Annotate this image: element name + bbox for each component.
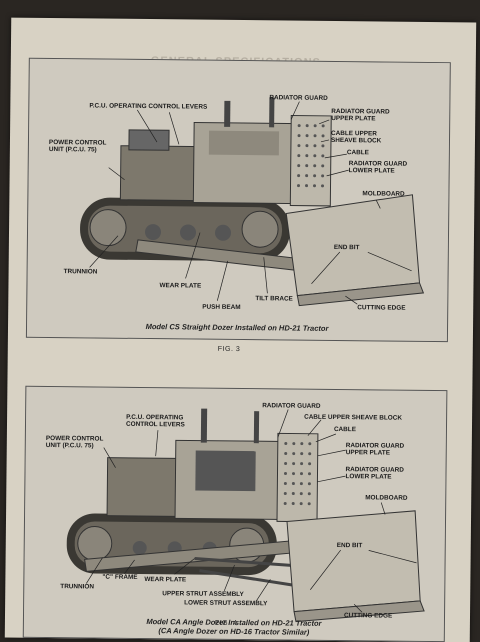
exhaust-stack <box>224 100 231 127</box>
angle-dozer-illustration <box>23 386 447 642</box>
label-trunnion: TRUNNION <box>60 583 95 591</box>
label-upper-strut-assembly: UPPER STRUT ASSEMBLY <box>162 590 244 599</box>
label-radiator-guard-lower-plate: RADIATOR GUARD LOWER PLATE <box>348 160 408 175</box>
figure-4: RADIATOR GUARD P.C.U. OPERATING CONTROL … <box>22 385 448 642</box>
exhaust-stack <box>200 408 208 443</box>
figure-3-number: FIG. 3 <box>217 345 241 353</box>
label-trunnion: TRUNNION <box>63 268 98 276</box>
label-pcu-control-levers: P.C.U. OPERATING CONTROL LEVERS <box>89 102 208 111</box>
label-power-control-unit: POWER CONTROL UNIT (P.C.U. 75) <box>45 434 104 450</box>
manual-page: GENERAL SPECIFICATIONS <box>4 17 477 642</box>
label-moldboard: MOLDBOARD <box>362 190 405 198</box>
label-cable-upper-sheave-block: CABLE UPPER SHEAVE BLOCK <box>330 129 382 145</box>
cutting-edge <box>296 282 425 307</box>
label-power-control-unit: POWER CONTROL UNIT (P.C.U. 75) <box>48 138 107 154</box>
label-wear-plate: WEAR PLATE <box>159 282 202 290</box>
label-wear-plate: WEAR PLATE <box>144 576 187 584</box>
label-cable: CABLE <box>333 425 357 434</box>
label-cutting-edge: CUTTING EDGE <box>357 304 406 312</box>
radiator-guard <box>289 115 332 207</box>
label-radiator-guard: RADIATOR GUARD <box>262 402 321 410</box>
label-tilt-brace: TILT BRACE <box>255 295 293 303</box>
label-cable: CABLE <box>346 149 369 157</box>
lower-strut <box>199 569 297 588</box>
label-moldboard: MOLDBOARD <box>365 494 408 502</box>
label-end-bit: END BIT <box>333 243 360 252</box>
label-radiator-guard: RADIATOR GUARD <box>269 94 328 102</box>
upper-strut <box>194 557 295 568</box>
label-push-beam: PUSH BEAM <box>202 303 241 311</box>
label-cable-upper-sheave-block: CABLE UPPER SHEAVE BLOCK <box>304 413 403 422</box>
label-lower-strut-assembly: LOWER STRUT ASSEMBLY <box>184 599 268 608</box>
label-end-bit: END BIT <box>336 542 363 550</box>
radiator-guard <box>276 432 319 523</box>
cutting-edge <box>293 600 425 623</box>
figure-3: P.C.U. OPERATING CONTROL LEVERS RADIATOR… <box>25 57 451 343</box>
pcu-housing <box>119 145 202 202</box>
figure-4-number: FIG. 4 <box>214 619 238 627</box>
moldboard <box>286 510 421 613</box>
label-radiator-guard-upper-plate: RADIATOR GUARD UPPER PLATE <box>345 442 405 457</box>
straight-dozer-illustration <box>26 58 450 342</box>
label-pcu-control-levers: P.C.U. OPERATING CONTROL LEVERS <box>125 413 185 429</box>
label-radiator-guard-lower-plate: RADIATOR GUARD LOWER PLATE <box>345 466 404 481</box>
label-radiator-guard-upper-plate: RADIATOR GUARD UPPER PLATE <box>331 107 390 123</box>
label-c-frame: "C" FRAME <box>102 573 138 581</box>
